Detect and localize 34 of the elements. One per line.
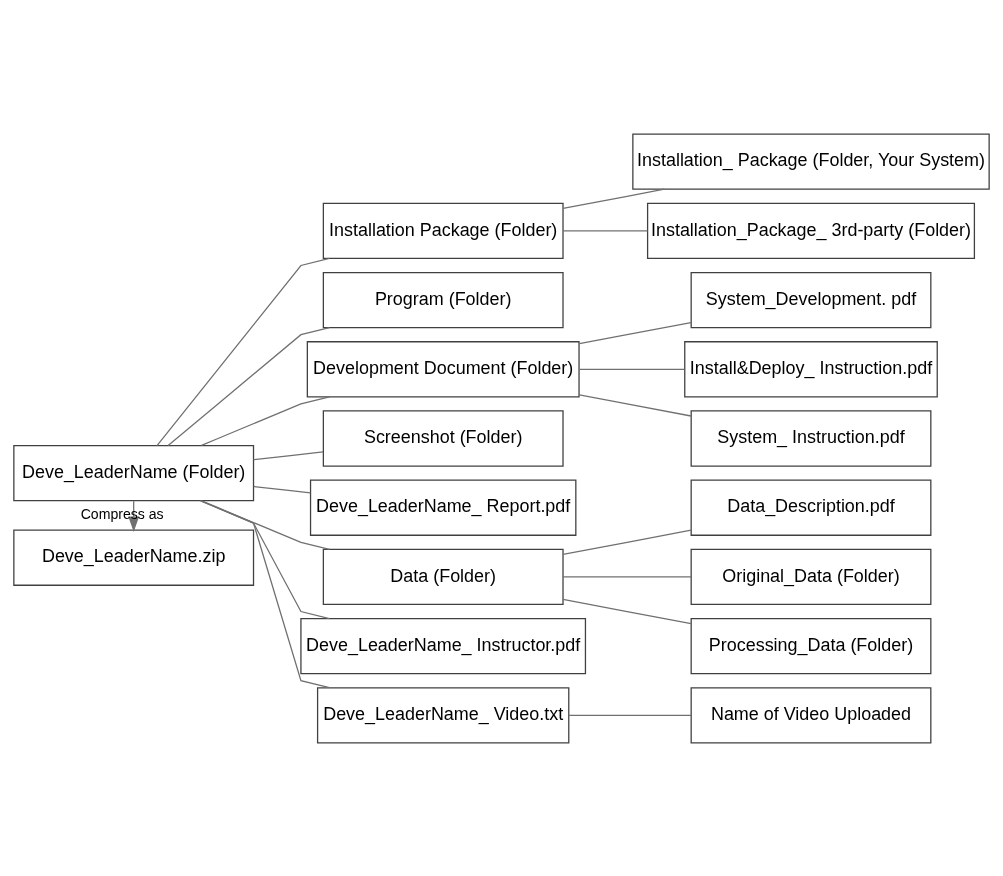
connector [562,529,692,555]
connector [156,257,331,446]
node-box: Deve_LeaderName_ Report.pdf [309,479,577,536]
node-box: Install&Deploy_ Instruction.pdf [684,340,938,397]
node-box: Installation_Package_ 3rd-party (Folder) [646,202,976,259]
node-box: Deve_LeaderName_ Video.txt [316,686,570,743]
connector [253,450,324,460]
connector [199,499,331,688]
node-box: Program (Folder) [322,271,564,328]
connector [568,714,692,716]
node-box: Development Document (Folder) [306,340,580,397]
connector [562,575,692,578]
connector [253,485,311,493]
node-box: Screenshot (Folder) [322,409,564,467]
node-box: System_ Instruction.pdf [690,409,932,467]
connector [578,368,685,370]
node-box: Data_Description.pdf [690,479,932,536]
node-box: Data (Folder) [322,548,564,605]
node-box: Installation_ Package (Folder, Your System) [632,133,990,190]
edge-label: Compress as [80,505,164,522]
connector [562,598,692,624]
node-box: Deve_LeaderName.zip [13,529,255,586]
connector [578,321,692,344]
node-box: Processing_Data (Folder) [690,617,932,674]
node-box: System_Development. pdf [690,271,932,328]
connector [578,393,692,417]
connector [167,326,331,446]
connector [562,229,649,232]
connector [200,395,331,446]
node-box: Installation Package (Folder) [322,202,564,259]
node-box: Deve_LeaderName_ Instructor.pdf [300,617,587,674]
node-box: Original_Data (Folder) [690,548,932,605]
node-box: Name of Video Uploaded [690,686,932,743]
node-box: Deve_LeaderName (Folder) [13,444,255,501]
